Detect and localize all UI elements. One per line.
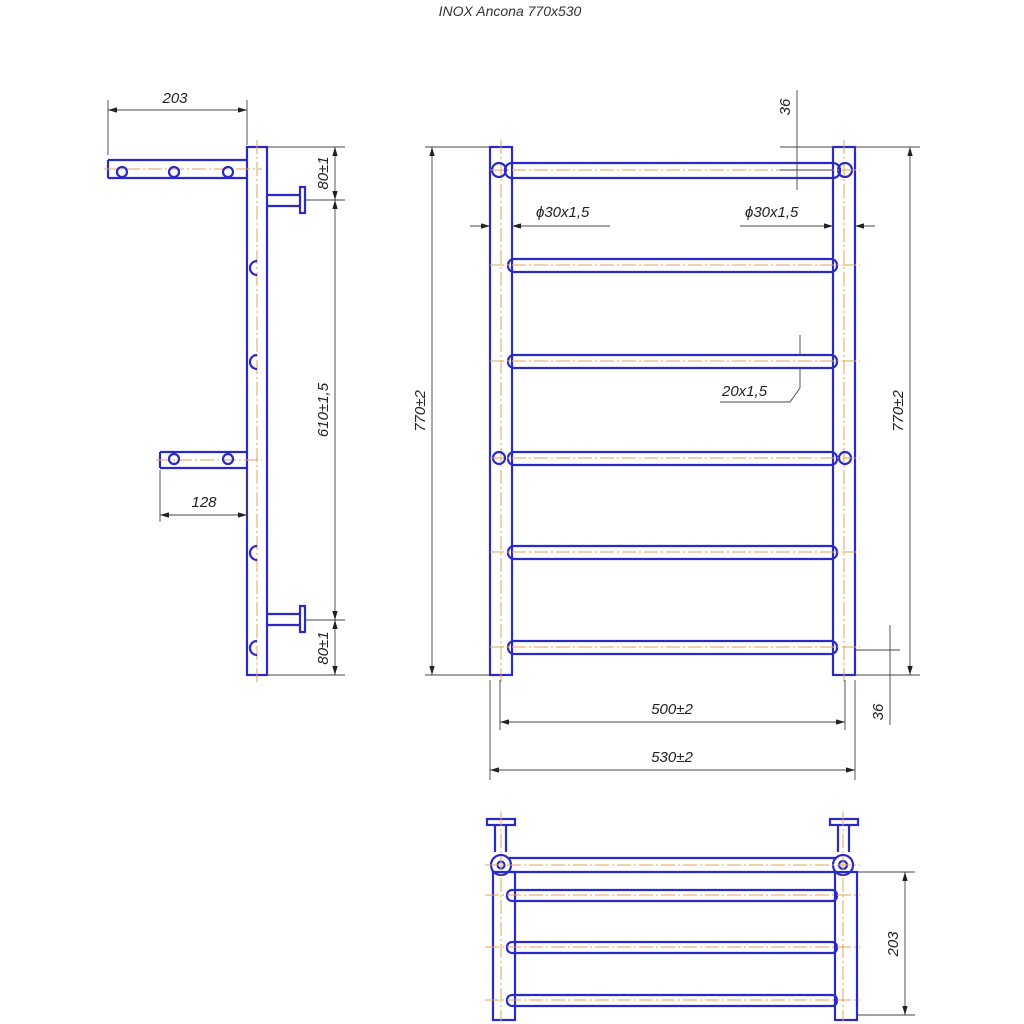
left-post-top <box>491 870 517 1022</box>
wall-mount-lower <box>267 604 307 634</box>
dim-pipe-left: ϕ30x1,5 <box>536 204 590 221</box>
dim-upper-offset: 80±1 <box>315 156 332 189</box>
dim-inner-width: 500±2 <box>651 701 693 718</box>
dim-height-left: 770±2 <box>412 390 429 432</box>
wall-mount-upper <box>267 185 307 215</box>
dim-lower-offset: 80±1 <box>315 631 332 664</box>
drawing-title: INOX Ancona 770x530 <box>439 3 582 19</box>
dim-pipe-right: ϕ30x1,5 <box>745 204 799 221</box>
top-view: 203 <box>485 812 915 1022</box>
dim-mount-spacing: 610±1,5 <box>315 382 332 437</box>
wall-flange-right <box>828 817 860 827</box>
dim-bottom-offset: 36 <box>870 703 887 720</box>
dim-outer-width: 530±2 <box>651 749 693 766</box>
dim-top-bracket: 203 <box>161 90 188 107</box>
dim-mid-bracket: 128 <box>191 494 217 511</box>
dim-top-offset: 36 <box>777 98 794 115</box>
side-view: 203 128 80±1 610±1,5 80±1 <box>104 90 345 682</box>
dim-depth: 203 <box>885 931 902 958</box>
front-view: 770±2 770±2 36 36 ϕ30x1,5 ϕ30x1,5 20x1,5… <box>412 90 920 780</box>
dim-height-right: 770±2 <box>890 390 907 432</box>
dim-rail: 20x1,5 <box>721 383 768 400</box>
right-post-top <box>833 870 859 1022</box>
